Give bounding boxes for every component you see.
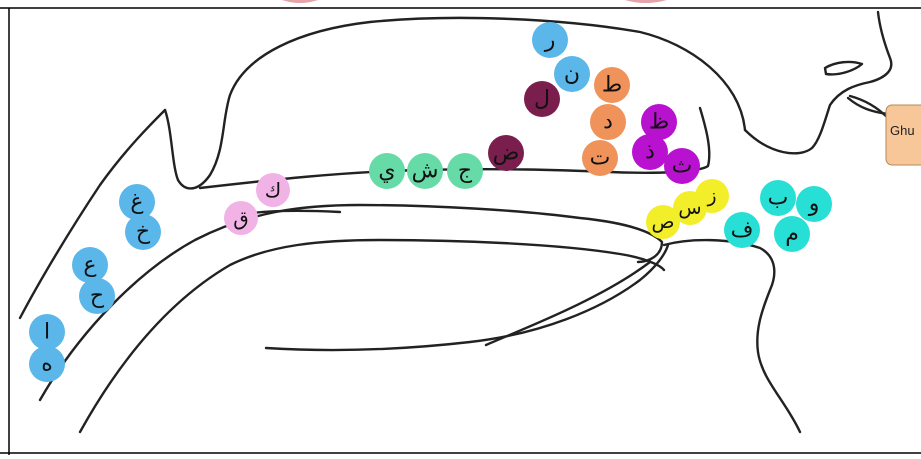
floor-of-mouth [264,243,670,352]
circle-kaf [256,173,290,207]
circle-tha [664,148,700,184]
circle-zaa [641,104,677,140]
circle-sad [646,205,680,239]
ghunna-box: Ghu [885,104,921,166]
letter-sin: س [678,197,701,219]
hard-palate [198,106,711,190]
letter-jim: ج [458,159,473,184]
letter-dhal: ذ [645,140,655,165]
circle-waw [796,186,832,222]
letter-kaf: ك [265,178,281,202]
letter-waw: و [808,192,820,217]
letter-taa: ط [602,73,622,98]
letter-ain: ع [83,253,96,278]
letter-mim: م [785,222,799,247]
circle-dad [488,135,524,171]
letter-ya: ي [378,159,395,184]
top-mark-right [625,0,667,3]
circle-alif [29,314,65,350]
circle-taa [594,67,630,103]
ghunna-box-bg [885,104,921,166]
circle-lam [524,81,560,117]
tongue-tip-line [484,260,652,347]
lower-lip-chin [662,238,802,434]
circle-qaf [224,201,258,235]
letter-circles: ا ه ع ح غ خ ك ق ي ش ج ض ل ر ن [29,22,832,382]
letter-alif: ا [44,320,50,345]
circle-ha [29,346,65,382]
letter-sad: ص [652,211,675,233]
letter-ta: ت [590,146,611,171]
letter-zay: ز [706,185,716,207]
circle-nun [554,56,590,92]
circle-shin [407,153,443,189]
tongue-top [38,203,664,402]
circle-fa [724,212,760,248]
letter-fa: ف [731,218,754,243]
tongue-underside [78,238,666,434]
letter-lam: ل [534,87,550,112]
vocal-tract-outline [18,10,893,434]
circle-haa [79,278,115,314]
letter-dad: ض [493,141,520,166]
circle-dal [590,104,626,140]
letter-ra: ر [544,28,556,53]
letter-qaf: ق [233,206,249,230]
face-profile [743,10,893,155]
nostril [823,60,864,76]
circle-kha [125,214,161,250]
circle-dhal [632,134,668,170]
circle-ra [532,22,568,58]
letter-ba: ب [768,186,789,211]
letter-shin: ش [412,159,439,184]
letter-kha: خ [136,220,151,245]
ghunna-label: Ghu [890,123,915,138]
circle-ya [369,153,405,189]
letter-nun: ن [564,62,580,87]
letter-ghain: غ [130,190,143,215]
circle-ain [72,247,108,283]
circle-mim [774,216,810,252]
top-mark-left [282,0,318,3]
circle-jim [447,153,483,189]
pharynx-back-wall [18,108,167,320]
letter-ha: ه [41,352,53,377]
circle-ghain [119,184,155,220]
letter-zaa: ظ [649,110,669,135]
ghunna-leader [848,94,890,120]
circle-ba [760,180,796,216]
letter-haa: ح [90,284,105,309]
palate-arc [163,16,747,190]
letter-tha: ث [672,154,693,179]
circle-sin [673,191,707,225]
letter-dal: د [603,110,613,135]
circle-ta [582,140,618,176]
